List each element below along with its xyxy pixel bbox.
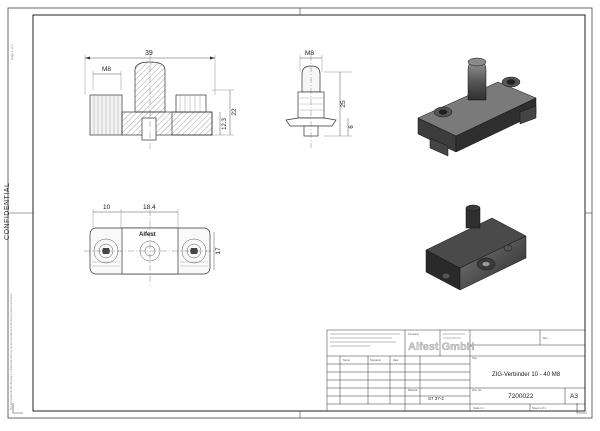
logo-mark: Alfest: [139, 232, 156, 238]
header-name: Name: [343, 358, 350, 362]
front-section-view: [84, 55, 234, 150]
company-label: Company: [408, 332, 420, 336]
dim-top-h: 17: [215, 247, 222, 255]
material-code: S7 37-2: [428, 396, 444, 401]
dim-front-thread: M8: [102, 66, 111, 73]
confidential-label: CONFIDENTIAL: [4, 182, 11, 240]
dim-front-width: 39: [145, 50, 153, 57]
drawing-number-label: Drw. No.: [472, 388, 482, 392]
top-view: [84, 209, 216, 285]
iso-view-top: [417, 57, 537, 157]
dim-side-thread: M8: [305, 50, 314, 57]
dim-side-h2: 6: [349, 125, 355, 129]
sheet-label: Sheet 1 of 1: [532, 406, 547, 410]
drawing-title: ZIG-Verbinder 10 - 40 M8: [492, 372, 561, 378]
dim-front-h1: 12.3: [222, 118, 228, 130]
confidentiality-note: The information in this drawing is confi…: [10, 292, 13, 410]
side-view: [285, 55, 352, 148]
drawing-number: 7200022: [508, 393, 534, 400]
rev-label: Rev.: [543, 336, 548, 340]
title-block-fine-print: [330, 333, 465, 347]
sheet-size: A3: [570, 393, 578, 400]
company-name: Alfest GmbH: [408, 341, 475, 353]
title-block: [326, 329, 586, 412]
header-signature: Signature: [370, 358, 382, 362]
dim-side-h1: 25: [340, 100, 347, 108]
dim-top-w2: 18.4: [143, 204, 156, 211]
dim-top-w1: 10: [103, 204, 111, 211]
iso-view-bottom: [425, 204, 527, 291]
material-label: Material: [408, 388, 418, 392]
header-date: Date: [393, 358, 399, 362]
scale-label: Scale 1:1: [473, 406, 484, 410]
corner-marks: [12, 403, 587, 414]
title-label: Title: [472, 356, 477, 360]
corner-note: Page 1 of 1: [10, 44, 14, 60]
dim-front-h2: 22: [231, 108, 238, 116]
